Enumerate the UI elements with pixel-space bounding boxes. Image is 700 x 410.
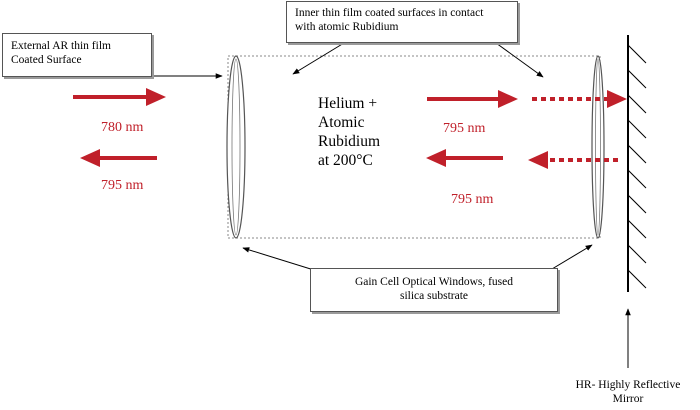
forward-dotted-beam	[532, 90, 627, 108]
inner-film-line-1: Inner thin film coated surfaces in conta…	[295, 7, 484, 19]
input-wavelength-label: 780 nm	[101, 120, 144, 135]
gain-cell-windows-line-1: Gain Cell Optical Windows, fused	[354, 276, 514, 288]
gain-cell-left-window-inner	[231, 58, 241, 236]
return-wavelength-label: 795 nm	[451, 192, 494, 207]
gain-cell-windows-line-2: silica substrate	[399, 290, 469, 302]
return-beam-arrow	[426, 149, 503, 167]
forward-beam-arrow	[427, 90, 518, 108]
return-dotted-beam	[528, 151, 618, 169]
external-ar-line-1: External AR thin film	[11, 40, 111, 52]
cell-contents-line-2: Atomic	[318, 114, 365, 131]
cell-contents-line-3: Rubidium	[318, 133, 381, 150]
inner-film-right-leader	[495, 42, 544, 78]
gain-cell	[226, 55, 605, 239]
leader-lines	[152, 42, 631, 368]
gain-cell-windows-callout: Gain Cell Optical Windows, fused silica …	[310, 268, 558, 312]
gain-cell-right-window-inner	[595, 58, 601, 236]
cell-contents-line-1: Helium +	[318, 95, 378, 112]
inner-film-callout: Inner thin film coated surfaces in conta…	[286, 1, 518, 43]
mirror-hatching	[627, 44, 647, 289]
output-beam-arrow	[80, 149, 157, 167]
cell-contents-label: Helium + Atomic Rubidium at 200°C	[318, 94, 380, 170]
forward-wavelength-label: 795 nm	[443, 121, 486, 136]
external-ar-callout: External AR thin film Coated Surface	[2, 33, 152, 77]
hr-mirror-line-2: Mirror	[612, 393, 644, 405]
beams	[73, 88, 627, 169]
hr-mirror	[627, 35, 647, 292]
output-wavelength-label: 795 nm	[101, 178, 144, 193]
gain-cell-body	[227, 55, 601, 239]
cell-contents-line-4: at 200°C	[318, 152, 373, 169]
gain-cell-left-window	[226, 55, 246, 239]
external-ar-line-2: Coated Surface	[11, 54, 82, 66]
inner-film-line-2: with atomic Rubidium	[295, 21, 399, 33]
hr-mirror-line-1: HR- Highly Reflective	[575, 379, 681, 391]
input-beam-arrow	[73, 88, 166, 106]
gain-cell-right-window	[591, 55, 605, 239]
inner-film-left-leader	[292, 42, 345, 75]
hr-mirror-label: HR- Highly Reflective Mirror	[556, 378, 700, 406]
